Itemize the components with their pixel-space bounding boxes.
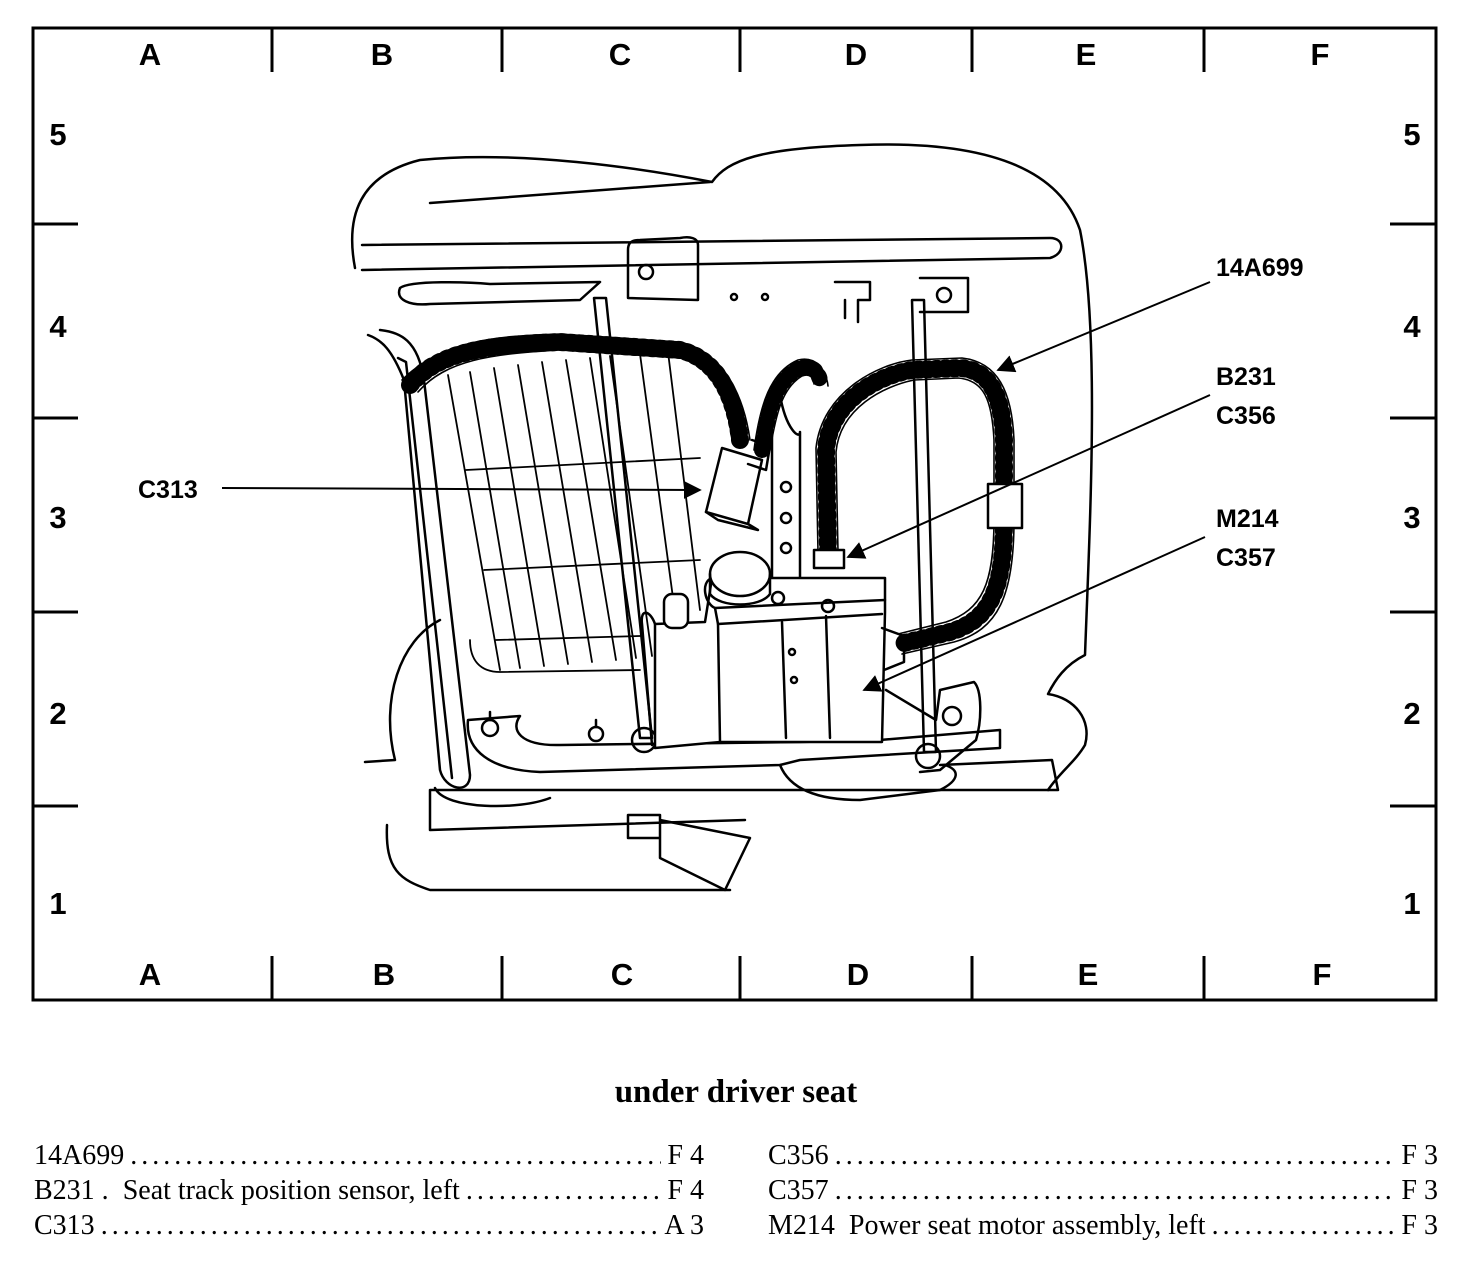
legend-location: F 4 xyxy=(667,1175,704,1206)
legend-row: 14A699 .................................… xyxy=(34,1138,704,1173)
legend-dots: ........................................… xyxy=(130,1140,661,1171)
locator-diagram: A B C D E F A B C D E F 5 4 3 2 1 5 4 3 … xyxy=(31,26,1438,1002)
spring-grid xyxy=(447,351,701,673)
row-label-1-right: 1 xyxy=(1403,886,1420,921)
seat-cushion-lower xyxy=(385,758,1060,892)
harness-left-loop xyxy=(401,333,749,449)
legend-left: 14A699 .................................… xyxy=(34,1138,704,1243)
b231-connector xyxy=(812,548,846,570)
callout-leaders xyxy=(221,281,1211,692)
legend-location: F 4 xyxy=(667,1140,704,1171)
leader-14a699 xyxy=(996,281,1211,373)
col-label-d-top: D xyxy=(845,37,867,72)
row-ticks xyxy=(33,222,1436,808)
c313-connector xyxy=(704,446,764,526)
callout-c313: C313 xyxy=(138,476,198,504)
callout-c356: C356 xyxy=(1216,402,1276,430)
row-label-5-left: 5 xyxy=(49,117,66,152)
col-label-c-bottom: C xyxy=(611,957,633,992)
col-label-f-bottom: F xyxy=(1313,957,1332,992)
col-label-a-bottom: A xyxy=(139,957,161,992)
legend-dots: ........................................… xyxy=(100,1210,659,1241)
column-ticks xyxy=(270,28,1206,1000)
harness-hook xyxy=(754,359,828,458)
cushion-seam xyxy=(428,180,712,205)
col-label-f-top: F xyxy=(1311,37,1330,72)
grid-frame xyxy=(31,26,1438,1002)
col-label-e-top: E xyxy=(1076,37,1097,72)
row-label-5-right: 5 xyxy=(1403,117,1420,152)
legend-code: C313 xyxy=(34,1210,95,1241)
row-label-4-left: 4 xyxy=(49,309,67,344)
row-label-1-left: 1 xyxy=(49,886,66,921)
harness-14a699 xyxy=(817,359,1013,653)
legend-dots: ........................................… xyxy=(834,1175,1396,1206)
legend-location: A 3 xyxy=(664,1210,704,1241)
legend-description: Seat track position sensor, left xyxy=(122,1175,460,1206)
left-guide-rod xyxy=(592,296,654,740)
legend-dots: ........................................… xyxy=(834,1140,1396,1171)
callout-m214: M214 xyxy=(1216,505,1279,533)
right-bracket xyxy=(884,680,982,774)
row-label-2-right: 2 xyxy=(1403,696,1420,731)
legend-dots: ........................................… xyxy=(465,1175,662,1206)
harness-clip xyxy=(986,482,1024,530)
leader-m214-c357 xyxy=(862,536,1206,692)
legend-location: F 3 xyxy=(1401,1210,1438,1241)
col-label-b-bottom: B xyxy=(373,957,395,992)
leader-b231-c356 xyxy=(846,394,1211,559)
seat-cushion-outline xyxy=(350,143,1094,792)
legend-dots: ........................................… xyxy=(1211,1210,1396,1241)
legend-row: C357 ...................................… xyxy=(768,1173,1438,1208)
motor-cap xyxy=(708,550,772,598)
legend-row: B231 . Seat track position sensor, left … xyxy=(34,1173,704,1208)
callout-b231: B231 xyxy=(1216,363,1276,391)
leader-c313 xyxy=(221,480,702,499)
mounting-bracket xyxy=(770,393,802,582)
legend-code: C357 xyxy=(768,1175,829,1206)
legend-row: C313 ...................................… xyxy=(34,1208,704,1243)
legend-row: C356 ...................................… xyxy=(768,1138,1438,1173)
left-side-frame xyxy=(366,328,472,789)
legend-code: 14A699 xyxy=(34,1140,125,1171)
diagram-caption: under driver seat xyxy=(614,1074,858,1110)
callout-c357: C357 xyxy=(1216,544,1276,572)
row-label-2-left: 2 xyxy=(49,696,66,731)
motor-assembly xyxy=(653,576,887,750)
seat-illustration xyxy=(350,143,1094,892)
col-label-b-top: B xyxy=(371,37,393,72)
row-label-3-right: 3 xyxy=(1403,500,1420,535)
legend-location: F 3 xyxy=(1401,1140,1438,1171)
legend-row: M214 Power seat motor assembly, left ...… xyxy=(768,1208,1438,1243)
legend-location: F 3 xyxy=(1401,1175,1438,1206)
legend-code: M214 xyxy=(768,1210,835,1241)
legend-code: B231 . xyxy=(34,1175,109,1206)
col-label-e-bottom: E xyxy=(1078,957,1099,992)
legend-description: Power seat motor assembly, left xyxy=(848,1210,1206,1241)
col-label-c-top: C xyxy=(609,37,631,72)
diagram-canvas: A B C D E F A B C D E F 5 4 3 2 1 5 4 3 … xyxy=(31,26,1438,1002)
front-crossbar xyxy=(360,236,1063,272)
rear-rail xyxy=(466,714,1002,774)
row-label-3-left: 3 xyxy=(49,500,66,535)
callout-14a699: 14A699 xyxy=(1216,254,1304,282)
col-label-d-bottom: D xyxy=(847,957,869,992)
front-tab xyxy=(626,813,752,892)
legend-right: C356 ...................................… xyxy=(768,1138,1438,1243)
col-label-a-top: A xyxy=(139,37,161,72)
row-label-4-right: 4 xyxy=(1403,309,1421,344)
legend-code: C356 xyxy=(768,1140,829,1171)
